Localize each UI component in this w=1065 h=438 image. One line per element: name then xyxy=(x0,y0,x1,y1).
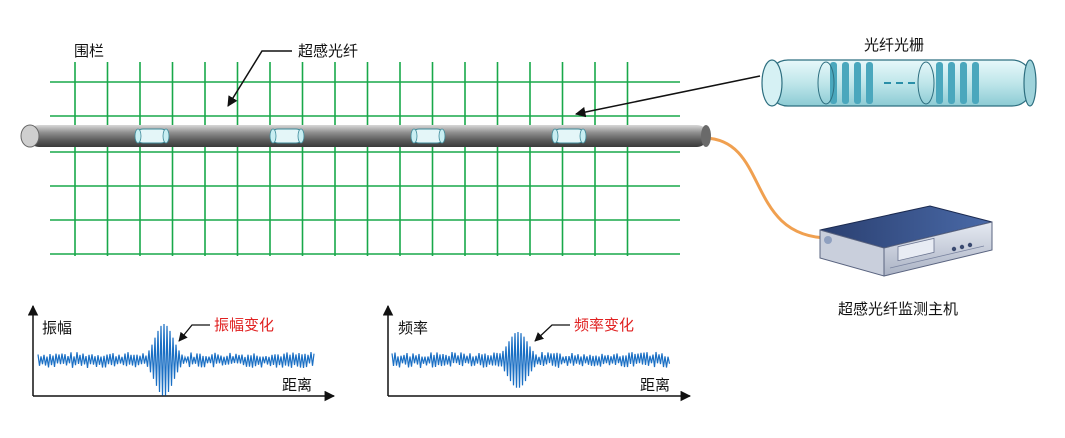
grating-capsule xyxy=(269,128,305,144)
frequency-xlabel: 距离 xyxy=(640,376,670,394)
fence-label: 围栏 xyxy=(74,42,104,60)
grating-capsule xyxy=(551,128,587,144)
frequency-ylabel: 频率 xyxy=(398,319,428,337)
sensing-fiber-label: 超感光纤 xyxy=(298,42,358,60)
frequency-annotation: 频率变化 xyxy=(574,316,634,334)
rack-server-icon xyxy=(819,205,993,277)
amplitude-waveform xyxy=(37,323,315,396)
fiber-grating-icon xyxy=(761,59,1037,107)
grating-pointer-arrow xyxy=(574,75,761,118)
fence-grid xyxy=(50,62,680,256)
grating-capsule xyxy=(134,128,170,144)
amplitude-annotation: 振幅变化 xyxy=(214,316,274,334)
grating-capsule xyxy=(410,128,446,144)
frequency-waveform xyxy=(391,331,671,388)
sensing-fiber-arrow xyxy=(227,50,292,107)
cable-grating-capsules xyxy=(134,128,587,144)
sensing-cable xyxy=(20,124,711,148)
amplitude-ylabel: 振幅 xyxy=(42,319,72,337)
lead-fiber xyxy=(704,136,831,240)
host-label: 超感光纤监测主机 xyxy=(838,300,958,318)
fiber-grating-label: 光纤光栅 xyxy=(864,36,924,54)
amplitude-plot: 振幅 距离 振幅变化 xyxy=(27,304,336,402)
amplitude-xlabel: 距离 xyxy=(282,376,312,394)
frequency-plot: 频率 距离 频率变化 xyxy=(382,304,692,402)
